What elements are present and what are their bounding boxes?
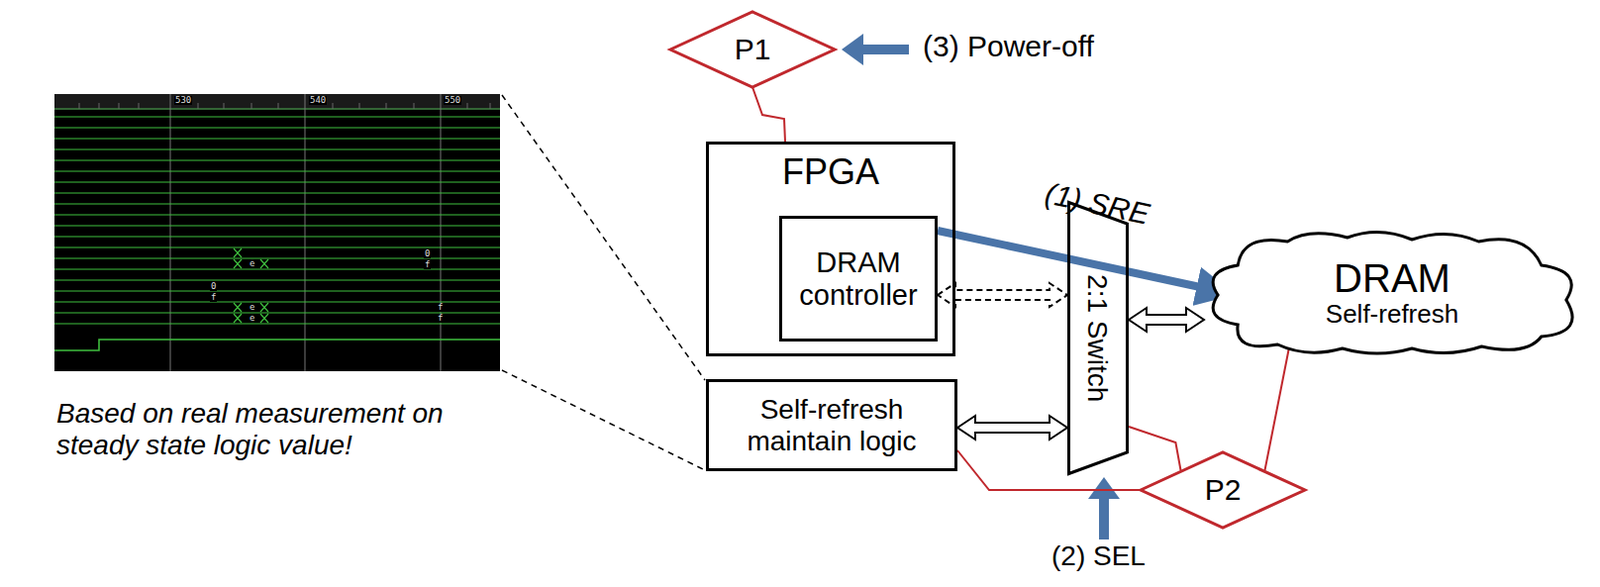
power-wire: [752, 87, 786, 142]
bus-value: e: [248, 259, 256, 269]
time-tick: 550: [443, 96, 462, 105]
command-arrow: [937, 230, 1228, 294]
step-label: (2) SEL: [1051, 540, 1146, 573]
step-label: (1) SRE: [1041, 176, 1153, 232]
node-content: DRAM controller: [782, 218, 935, 339]
node-label: Self-refresh: [1325, 300, 1459, 329]
bus-value: 0: [209, 282, 217, 292]
bus-value: f: [436, 313, 444, 323]
maintain-logic-box: Self-refresh maintain logic: [705, 379, 958, 472]
node-label: DRAM: [1333, 256, 1451, 301]
node-label: 2:1 Switch: [1082, 274, 1113, 402]
step-label: (3) Power-off: [922, 29, 1095, 65]
power-wire: [1265, 347, 1291, 471]
waveform-screenshot: [54, 94, 500, 372]
sel-arrow: [1088, 477, 1120, 540]
node-label: DRAM controller: [788, 246, 929, 311]
power-domain-diamond: P2: [1138, 450, 1307, 530]
zoom-leader: [501, 95, 705, 471]
node-content: DRAMSelf-refresh: [1198, 225, 1587, 360]
switch-mux: 2:1 Switch: [1067, 200, 1129, 476]
fpga-box: FPGA DRAM controller: [705, 141, 956, 357]
bus-arrow: [1128, 307, 1204, 332]
node-content: 2:1 Switch: [1067, 200, 1129, 476]
node-content: P1: [668, 9, 837, 90]
power-off-arrow: [841, 33, 909, 66]
node-label: P2: [1204, 473, 1242, 507]
bus-value: f: [209, 293, 217, 302]
bus-value: f: [423, 260, 431, 270]
node-label: Self-refresh maintain logic: [714, 394, 949, 457]
power-domain-diamond: P1: [668, 9, 837, 90]
node-content: P2: [1138, 450, 1307, 530]
controller-box: DRAM controller: [779, 215, 938, 342]
bus-value: e: [248, 313, 256, 323]
bus-value: e: [248, 302, 256, 312]
power-wire: [1128, 426, 1182, 471]
node-label: FPGA: [782, 152, 880, 193]
node-content: Self-refresh maintain logic: [708, 382, 955, 469]
dram-cloud: DRAMSelf-refresh: [1198, 225, 1587, 360]
bus-value: 0: [423, 249, 431, 259]
note-text: Based on real measurement on steady stat…: [56, 398, 522, 462]
bus-value: f: [436, 302, 444, 312]
time-tick: 540: [308, 96, 327, 105]
node-label: P1: [734, 32, 772, 67]
bus-arrow: [957, 415, 1068, 440]
time-tick: 530: [174, 96, 193, 105]
bus-arrow: [937, 283, 1068, 307]
